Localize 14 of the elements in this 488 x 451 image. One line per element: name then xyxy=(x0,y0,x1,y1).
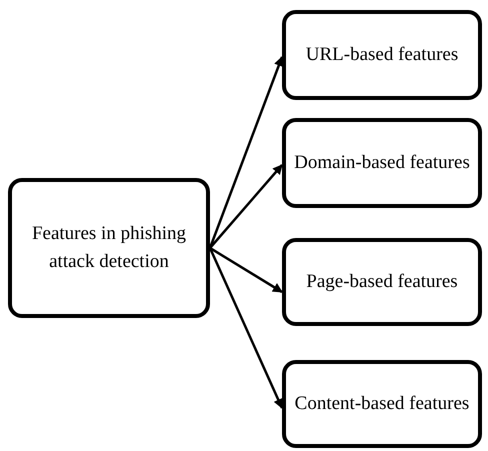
box-label: Features in phishing attack detection xyxy=(30,222,188,274)
rounded-box xyxy=(282,360,482,448)
box-label: Domain-based features xyxy=(294,150,470,175)
rounded-box xyxy=(282,238,482,326)
box-label: Content-based features xyxy=(294,392,470,416)
arrow xyxy=(208,56,284,248)
rounded-box xyxy=(282,118,482,208)
rounded-box xyxy=(8,178,210,318)
box-label: Page-based features xyxy=(306,270,458,294)
arrow xyxy=(209,246,283,294)
arrow xyxy=(208,247,284,409)
arrow xyxy=(209,164,283,249)
rounded-box xyxy=(282,10,482,100)
box-label: URL-based features xyxy=(306,42,458,67)
